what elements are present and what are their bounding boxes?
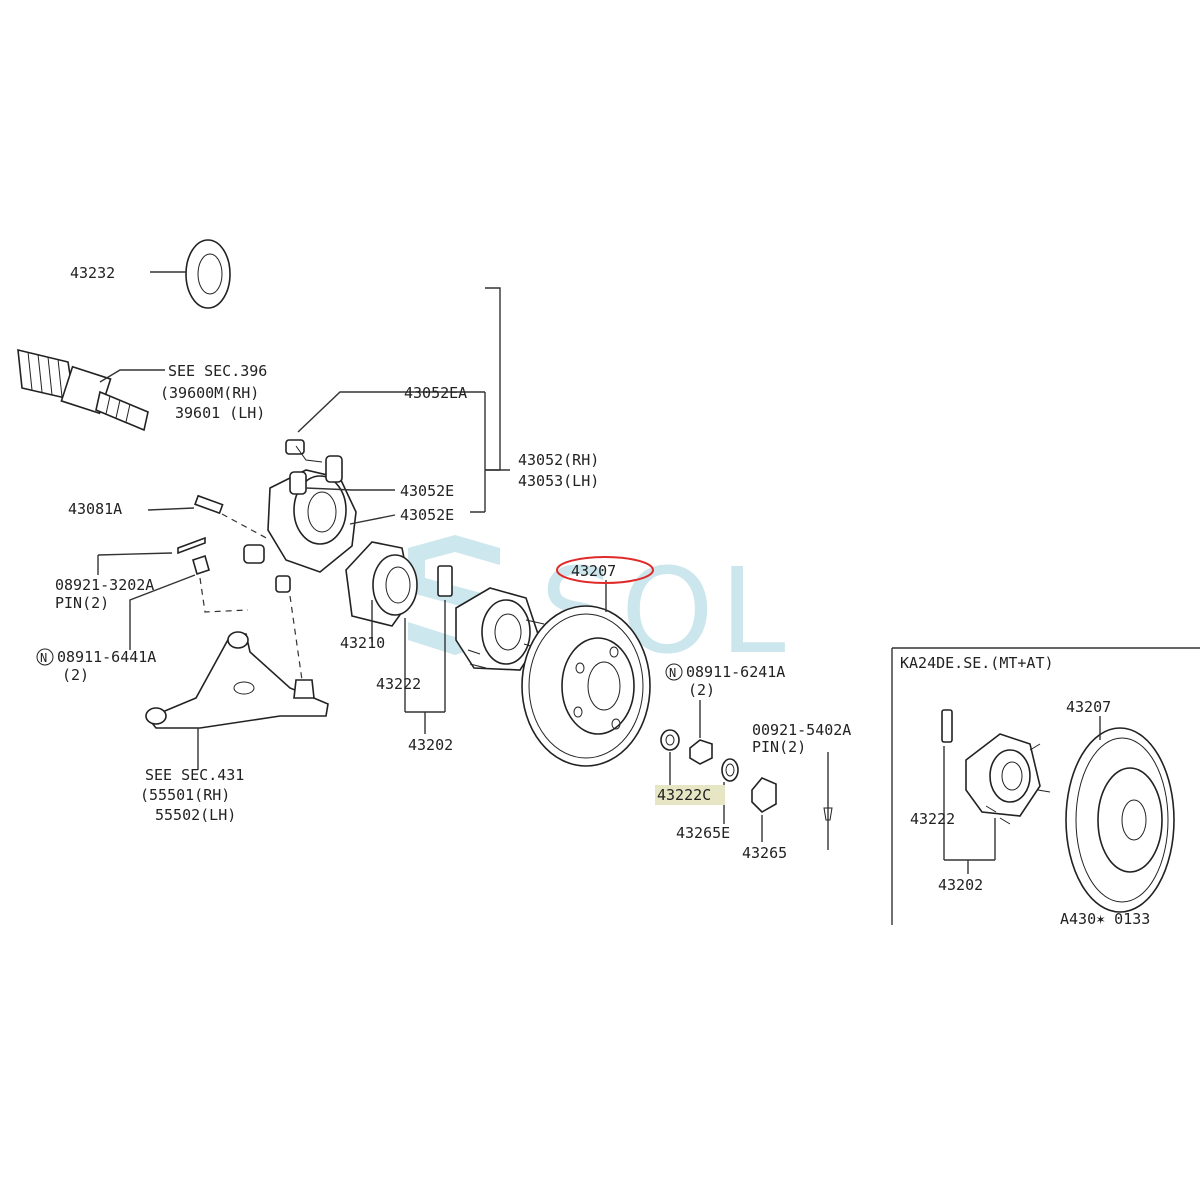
nut-small-icon	[192, 554, 210, 576]
bushing-icon	[285, 439, 305, 455]
circle-n-marker-1	[36, 648, 54, 666]
inset-bolt-icon	[941, 709, 953, 743]
split-pin-icon	[823, 807, 833, 821]
label-inset-43222: 43222	[910, 810, 955, 828]
label-pin2-b: PIN(2)	[752, 738, 806, 756]
label-43265: 43265	[742, 844, 787, 862]
castle-nut-icon	[751, 777, 777, 813]
hub-bolt-icon	[437, 565, 453, 597]
label-43232: 43232	[70, 264, 115, 282]
label-08911-6441a: 08911-6441A	[57, 648, 156, 666]
label-43222-main: 43222	[376, 675, 421, 693]
label-ref-code: A430✶ 0133	[1060, 910, 1150, 928]
cotter-pin-icon	[177, 536, 206, 555]
label-43207: 43207	[571, 562, 616, 580]
watermark-logo-icon	[408, 535, 500, 655]
label-43222c: 43222C	[657, 786, 711, 804]
circle-n-letter-2: N	[669, 666, 676, 680]
label-43265e: 43265E	[676, 824, 730, 842]
label-see-sec-431: SEE SEC.431	[145, 766, 244, 784]
label-inset-43207: 43207	[1066, 698, 1111, 716]
label-pin2-a: PIN(2)	[55, 594, 109, 612]
label-43081a: 43081A	[68, 500, 122, 518]
label-55502: 55502(LH)	[155, 806, 236, 824]
washer-icon	[660, 729, 680, 751]
label-qty2-a: (2)	[62, 666, 89, 684]
label-43052e-1: 43052E	[400, 482, 454, 500]
label-see-sec-396: SEE SEC.396	[168, 362, 267, 380]
label-08911-6241a: 08911-6241A	[686, 663, 785, 681]
oil-seal	[150, 239, 231, 309]
label-43052rh: 43052(RH)	[518, 451, 599, 469]
label-39600m: (39600M(RH)	[160, 384, 259, 402]
knuckle-assembly	[243, 287, 510, 681]
label-43202-main: 43202	[408, 736, 453, 754]
circle-n-marker-2	[665, 663, 683, 681]
label-43052e-2: 43052E	[400, 506, 454, 524]
label-inset-title: KA24DE.SE.(MT+AT)	[900, 654, 1054, 672]
ball-joint-icon	[293, 679, 315, 699]
label-43210: 43210	[340, 634, 385, 652]
highlight-box	[655, 785, 725, 805]
bolt-43081a	[147, 494, 271, 541]
fasteners	[660, 700, 833, 850]
pin-08921	[97, 536, 249, 650]
drive-shaft	[17, 348, 165, 432]
label-qty2-b: (2)	[688, 681, 715, 699]
label-inset-43202: 43202	[938, 876, 983, 894]
circle-n-letter-1: N	[40, 651, 47, 665]
bolt-icon	[194, 494, 224, 515]
inset-panel	[891, 647, 1200, 925]
label-39601: 39601 (LH)	[175, 404, 265, 422]
label-55501: (55501(RH)	[140, 786, 230, 804]
label-43052ea: 43052EA	[404, 384, 467, 402]
hub-bearing	[345, 541, 418, 642]
label-43053lh: 43053(LH)	[518, 472, 599, 490]
highlight-oval	[556, 556, 654, 584]
wheel-hub	[404, 565, 545, 734]
hex-nut-icon	[689, 739, 713, 765]
drive-shaft-spline-icon	[95, 390, 149, 432]
label-08921: 08921-3202A	[55, 576, 154, 594]
label-00921: 00921-5402A	[752, 721, 851, 739]
bearing-icon	[372, 554, 418, 616]
lower-arm	[145, 631, 329, 770]
brake-disc	[521, 556, 654, 767]
oil-seal-icon	[185, 239, 231, 309]
